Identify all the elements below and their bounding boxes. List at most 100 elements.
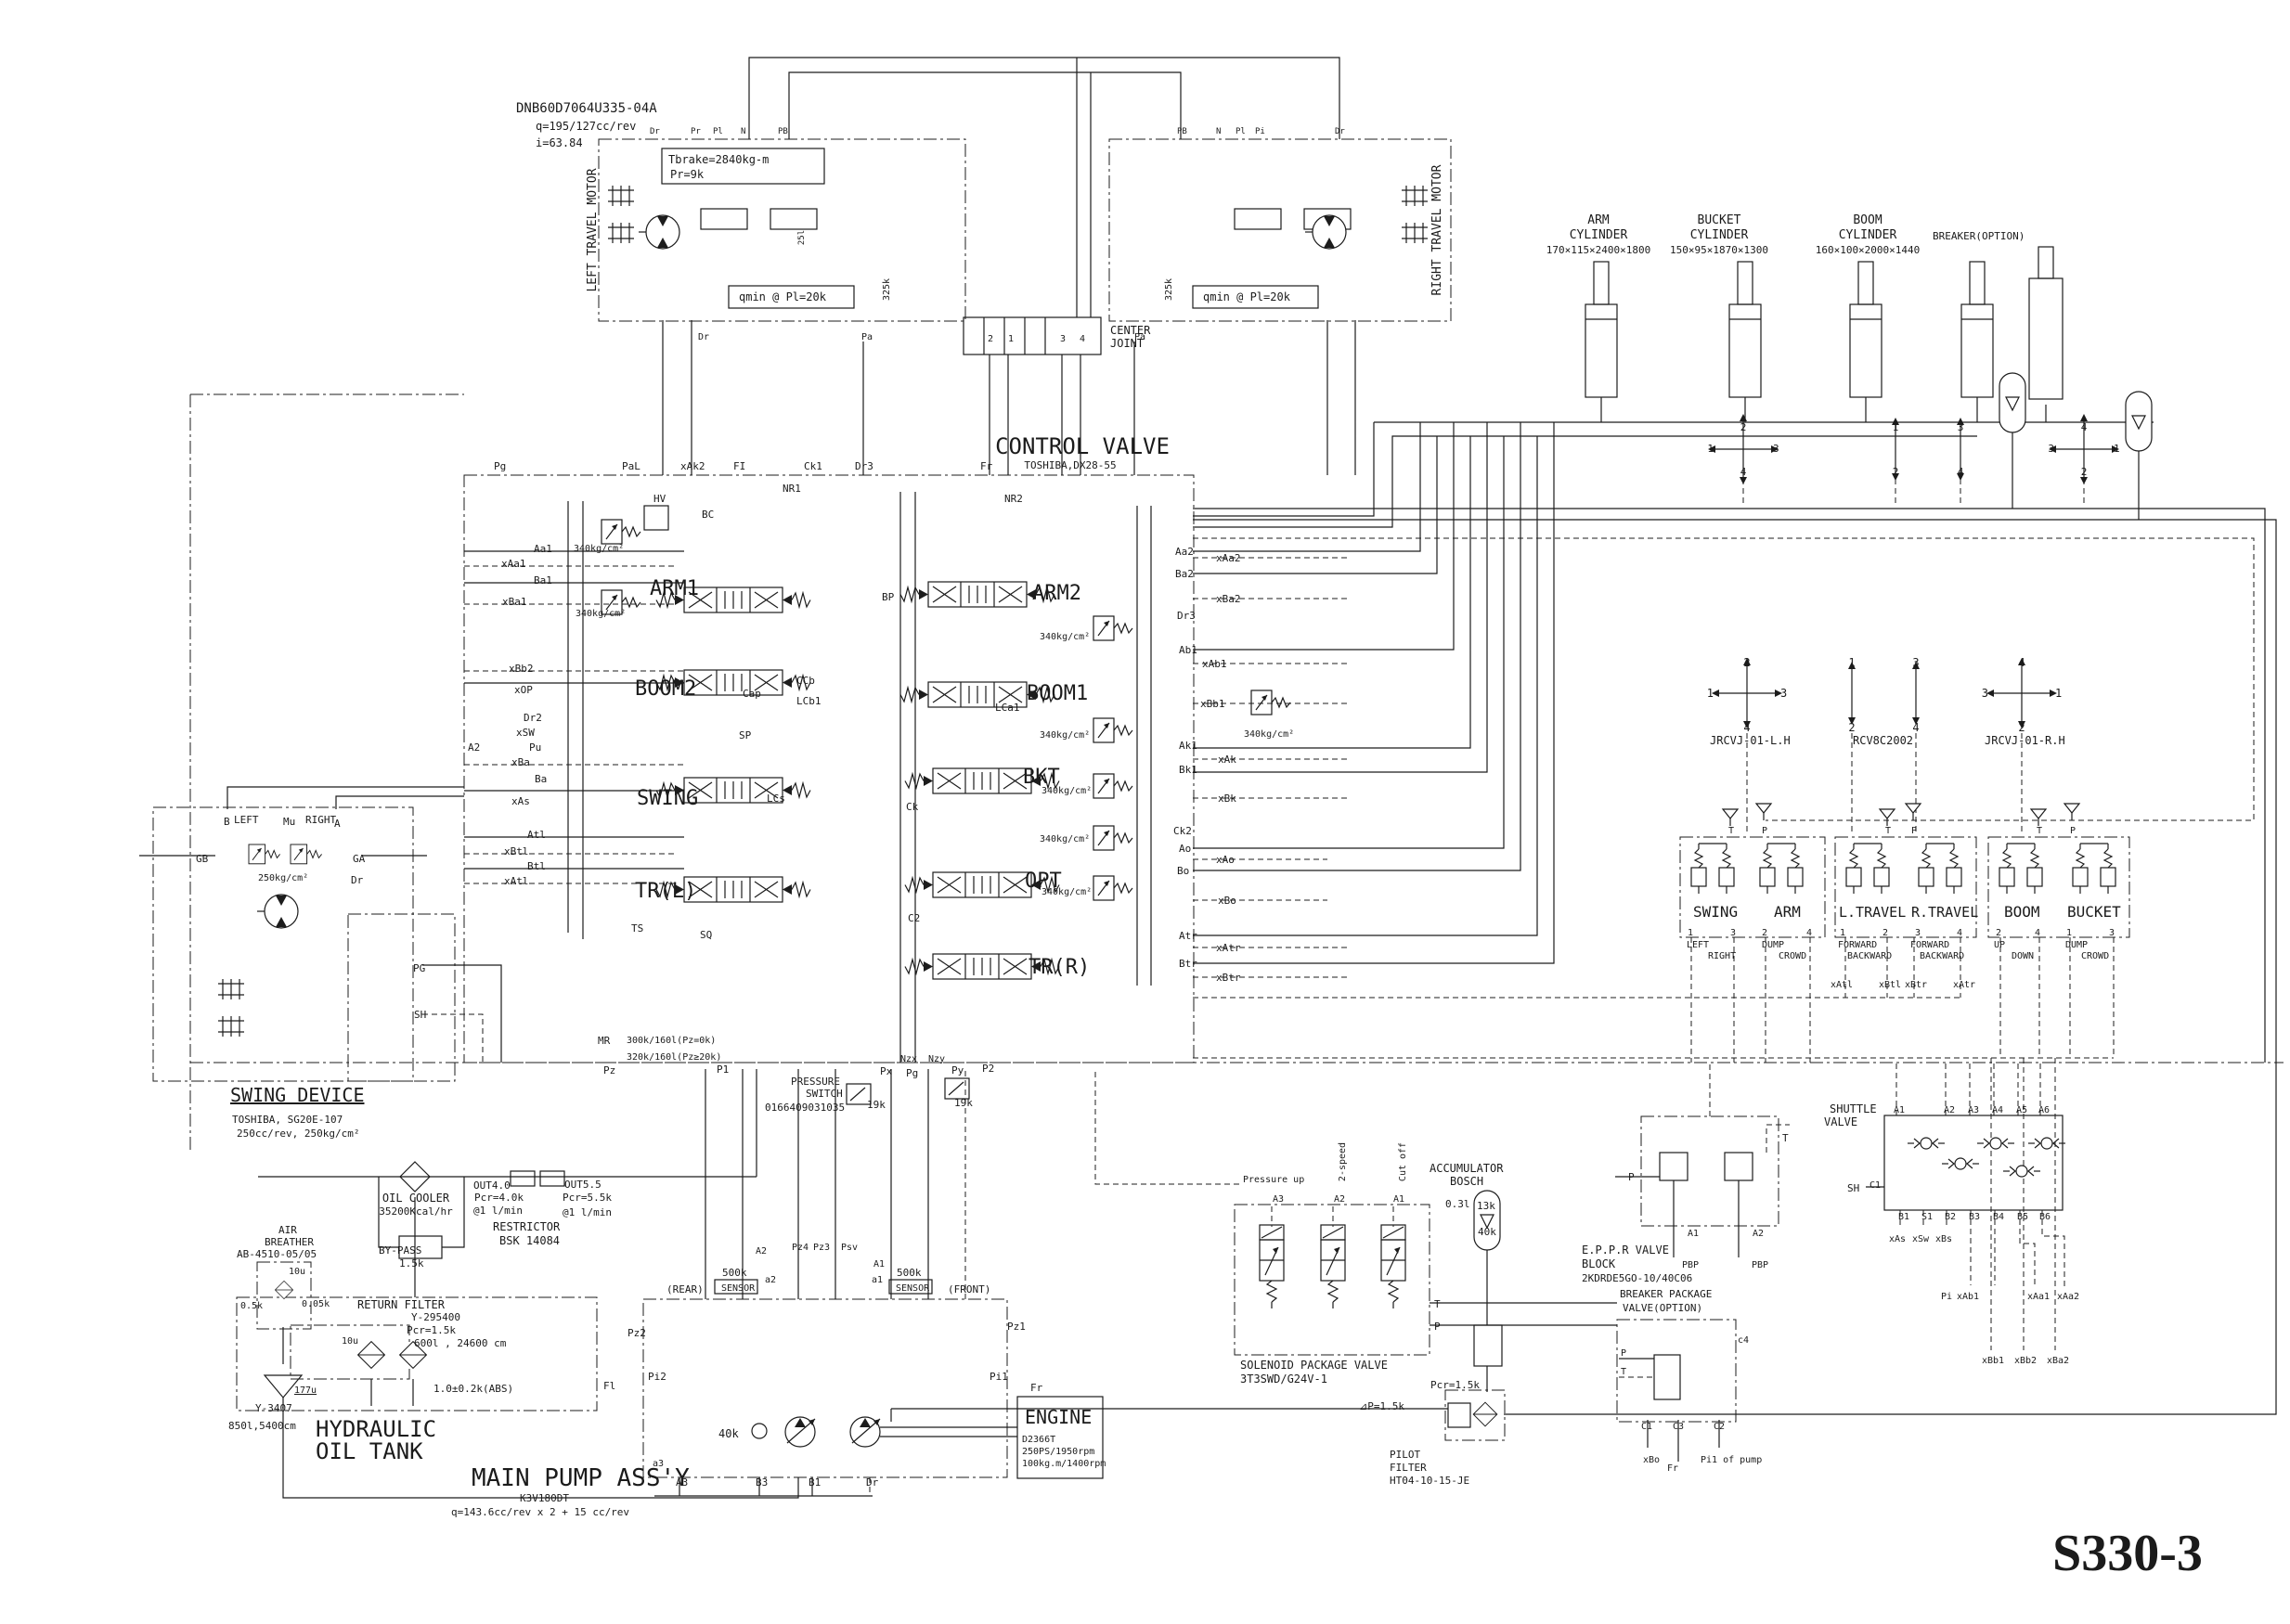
diagram-label: C1 — [1870, 1180, 1881, 1191]
diagram-label: 320k/160l(Pz≥20k) — [627, 1052, 721, 1063]
diagram-label: 177u — [294, 1386, 317, 1396]
diagram-label: qmin @ Pl=20k — [1203, 290, 1291, 303]
diagram-label: Pi1 of pump — [1701, 1455, 1762, 1465]
diagram-label: c4 — [1738, 1335, 1749, 1346]
diagram-label: xBo — [1218, 895, 1236, 907]
diagram-label: VALVE(OPTION) — [1623, 1302, 1702, 1314]
diagram-label: T — [1782, 1132, 1789, 1144]
shuttle-valve-title: SHUTTLE — [1830, 1102, 1877, 1115]
diagram-label: 10u — [342, 1336, 358, 1347]
swing-device-title: SWING DEVICE — [230, 1084, 365, 1106]
diagram-label: OIL TANK — [316, 1438, 423, 1464]
relief-boom-line — [1250, 690, 1291, 715]
frame-lines — [189, 393, 2284, 1151]
diagram-label: Psv — [841, 1243, 858, 1253]
diagram-label: xAo — [1216, 854, 1235, 866]
diagram-label: Nzy — [928, 1054, 945, 1064]
diagram-label: 340kg/cm² — [1040, 730, 1090, 741]
diagram-label: qmin @ Pl=20k — [739, 290, 827, 303]
diagram-label: xAa2 — [2057, 1292, 2079, 1302]
diagram-label: 1.5k — [399, 1257, 424, 1270]
eppr-valve-title: E.P.P.R VALVE — [1582, 1244, 1669, 1257]
diagram-label: 0.05k — [302, 1299, 330, 1309]
diagram-label: 40k — [718, 1427, 739, 1440]
diagram-label: xAa1 — [501, 558, 526, 570]
diagram-label: Pi — [1941, 1292, 1952, 1302]
solenoid-package-box — [1234, 1204, 1430, 1356]
diagram-label: BACKWARD — [1920, 951, 1964, 961]
diagram-label: B5 — [2017, 1212, 2028, 1222]
diagram-label: Ba — [535, 773, 547, 785]
diagram-label: BREATHER — [265, 1236, 314, 1248]
diagram-label: HV — [653, 493, 666, 505]
diagram-label: CCb — [796, 675, 815, 687]
diagram-label: Aa2 — [1175, 546, 1194, 558]
diagram-label: a3 — [653, 1459, 664, 1469]
diagram-label: Cut off — [1398, 1142, 1408, 1181]
diagram-label: A3 — [676, 1476, 688, 1489]
diagram-label: 3 — [2048, 443, 2054, 455]
main-pump-2-icon — [849, 1416, 881, 1448]
control-valve-box — [463, 474, 1195, 1063]
diagram-label: 40k — [1478, 1226, 1496, 1238]
diagram-label: JOINT — [1110, 337, 1144, 350]
arm-cylinder-icon — [1585, 261, 1618, 398]
breaker-cylinder-rod — [2038, 246, 2054, 279]
accumulator-check-box — [1473, 1324, 1503, 1367]
section-boom1: BOOM1 — [1027, 682, 1088, 705]
pilot-lines — [422, 479, 2255, 1496]
rcv2-p-funnel — [1905, 803, 1921, 821]
diagram-label: 340kg/cm² — [1041, 887, 1092, 897]
diagram-label: Atl — [527, 829, 546, 841]
diagram-label: GB — [196, 853, 209, 865]
section-boom2: BOOM2 — [635, 677, 696, 701]
diagram-label: Ak1 — [1179, 740, 1197, 752]
qmin-box-left — [728, 285, 855, 309]
return-filter-box — [290, 1324, 410, 1380]
bucket-cylinder-label: BUCKET — [1698, 213, 1741, 227]
diagram-label: xBk — [1218, 793, 1236, 805]
left-travel-motor-box — [598, 138, 966, 322]
diagram-label: GA — [353, 853, 366, 865]
diagram-label: 170×115×2400×1800 — [1546, 244, 1651, 256]
front-sensor-box — [888, 1279, 933, 1295]
diagram-label: 340kg/cm² — [1041, 786, 1092, 796]
diagram-label: LEFT — [234, 814, 259, 826]
swing-pilot-box — [347, 913, 456, 1082]
section-swing: SWING — [637, 787, 698, 810]
diagram-label: HT04-10-15-JE — [1390, 1475, 1469, 1487]
diagram-label: Ba2 — [1175, 568, 1194, 580]
diagram-label: T — [1621, 1367, 1626, 1377]
rcv-travel-box — [1834, 836, 1977, 938]
swing-motor-icon — [256, 894, 299, 929]
bypass-valve-box — [398, 1235, 443, 1259]
right-motor-valve-1 — [1234, 208, 1282, 230]
diagram-label: Pcr=5.5k — [563, 1192, 612, 1204]
diagram-label: 4 — [1740, 466, 1747, 478]
diagram-label: Ab1 — [1179, 644, 1197, 656]
diagram-label: Y-295400 — [411, 1311, 460, 1323]
diagram-label: Pz — [603, 1064, 615, 1076]
eppr-valve-1 — [1659, 1152, 1688, 1181]
diagram-label: Ao — [1179, 843, 1191, 855]
diagram-label: 325k — [1164, 278, 1174, 301]
diagram-label: MR — [598, 1035, 611, 1047]
rcv-travel-model: RCV8C2002 — [1853, 734, 1913, 747]
diagram-label: Pz4 — [792, 1243, 809, 1253]
diagram-label: PBP — [1682, 1260, 1699, 1270]
rcv-arm-label: ARM — [1774, 903, 1801, 921]
relief-arm2 — [1093, 615, 1133, 641]
diagram-label: VALVE — [1824, 1115, 1857, 1128]
diagram-label: 2-speed — [1338, 1142, 1348, 1181]
diagram-label: 250kg/cm² — [258, 873, 308, 883]
diagram-label: C2 — [908, 912, 920, 924]
breaker-valve-symbol — [1653, 1354, 1681, 1400]
brake-valve-box — [661, 148, 825, 185]
swing-gearbox-icon-2 — [217, 1015, 245, 1038]
diagram-label: xAtr — [1953, 980, 1975, 990]
diagram-label: C3 — [1673, 1422, 1684, 1432]
main-pump-title: MAIN PUMP ASS'Y — [472, 1464, 690, 1492]
diagram-label: q=143.6cc/rev x 2 + 15 cc/rev — [451, 1506, 629, 1518]
diagram-label: Ck1 — [804, 460, 822, 472]
diagram-label: Pz3 — [813, 1243, 830, 1253]
